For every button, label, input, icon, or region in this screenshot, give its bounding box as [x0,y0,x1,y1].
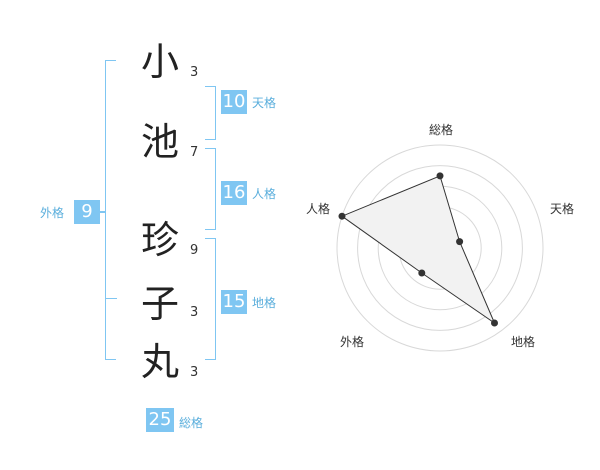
tenkaku-label: 天格 [252,96,277,110]
gaikaku-connector [100,211,106,213]
radar-label-tenkaku: 天格 [549,202,574,216]
radar-point-1 [436,172,444,180]
soukaku-label: 総格 [179,416,204,430]
radar-label-jinkaku: 人格 [305,202,330,216]
radar-label-chikaku: 地格 [510,335,535,349]
radar-ring [336,144,544,352]
chikaku-bracket [205,238,216,360]
tenkaku-value-badge: 10 [221,90,247,114]
radar-point-2 [456,238,464,246]
radar-point-4 [418,269,426,277]
stroke-count-4: 3 [190,305,199,320]
tenkaku-bracket [205,86,216,140]
radar-label-gaikaku: 外格 [339,335,364,349]
jinkaku-bracket [205,148,216,230]
chikaku-value-badge: 15 [221,290,247,314]
radar-area [340,175,496,325]
chikaku-label: 地格 [252,296,277,310]
soukaku-value-badge: 25 [146,408,174,432]
radar-label-soukaku: 総格 [428,123,453,137]
radar-points [338,172,498,327]
gaikaku-bracket-tick [105,298,117,299]
radar-ring [357,165,523,331]
jinkaku-value-badge: 16 [221,181,247,205]
char-5: 丸 [140,340,179,384]
gaikaku-value-badge: 9 [74,200,100,224]
stroke-count-3: 9 [190,243,199,258]
gaikaku-label: 外格 [40,206,65,220]
stroke-count-2: 7 [190,145,199,160]
char-4: 子 [140,282,179,326]
stroke-count-1: 3 [190,65,199,80]
jinkaku-label: 人格 [252,187,277,201]
char-2: 池 [140,120,179,164]
char-1: 小 [140,40,179,84]
radar-point-5 [338,212,346,220]
gaikaku-bracket [105,60,116,360]
stroke-count-5: 3 [190,365,199,380]
radar-point-3 [491,319,498,327]
char-3: 珍 [140,218,179,262]
